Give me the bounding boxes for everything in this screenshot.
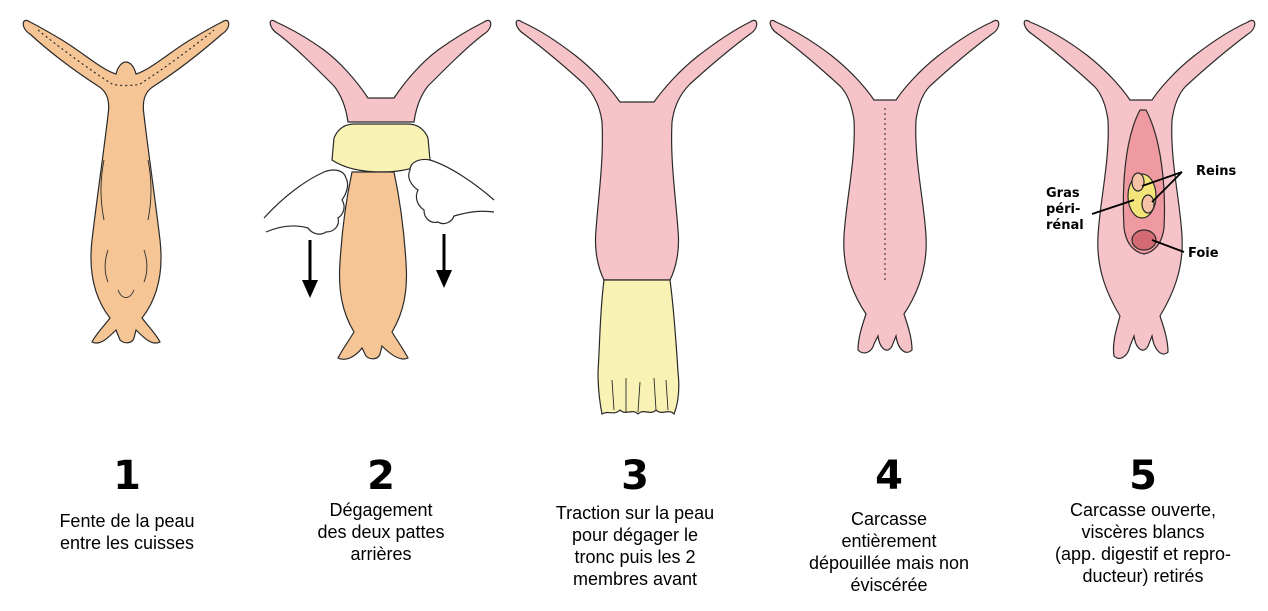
- caption-line: arrières: [254, 543, 508, 565]
- step-5-panel: Reins Gras péri- rénal Foie 5 Carcasse o…: [1016, 0, 1268, 611]
- kidney: [1132, 173, 1144, 191]
- caption-line: viscères blancs: [1016, 521, 1268, 543]
- step-number: 4: [762, 453, 1016, 499]
- label-foie: Foie: [1188, 246, 1219, 262]
- skinned-carcass-illustration: [762, 0, 1016, 440]
- caption-line: membres avant: [508, 568, 762, 590]
- label-reins: Reins: [1196, 164, 1236, 180]
- label-line: péri-: [1046, 202, 1084, 218]
- step-caption: Carcasse entièrement dépouillée mais non…: [762, 508, 1016, 596]
- down-arrow-icon: [436, 234, 452, 288]
- right-hand-icon: [409, 159, 494, 223]
- step-number: 1: [0, 453, 254, 499]
- caption-line: Traction sur la peau: [508, 502, 762, 524]
- step-2-panel: 2 Dégagement des deux pattes arrières: [254, 0, 508, 611]
- rabbit-legs-release-illustration: [254, 0, 508, 440]
- step-number: 3: [508, 453, 762, 499]
- caption-line: Fente de la peau: [0, 510, 254, 532]
- carcass-skinned: [770, 20, 999, 353]
- rabbit-skin-slit-illustration: [0, 0, 254, 440]
- caption-line: Carcasse: [762, 508, 1016, 530]
- left-hand-icon: [264, 170, 348, 234]
- step-number: 5: [1016, 453, 1268, 499]
- label-gras-perirenal: Gras péri- rénal: [1046, 186, 1084, 234]
- rabbit-body-furred: [338, 172, 408, 359]
- step-caption: Traction sur la peau pour dégager le tro…: [508, 502, 762, 590]
- caption-line: entièrement: [762, 530, 1016, 552]
- caption-line: tronc puis les 2: [508, 546, 762, 568]
- caption-line: éviscérée: [762, 574, 1016, 596]
- label-line: Gras: [1046, 186, 1084, 202]
- caption-line: entre les cuisses: [0, 532, 254, 554]
- down-arrow-icon: [302, 240, 318, 298]
- kidney: [1142, 195, 1154, 213]
- label-line: rénal: [1046, 218, 1084, 234]
- step-1-panel: 1 Fente de la peau entre les cuisses: [0, 0, 254, 611]
- step-caption: Carcasse ouverte, viscères blancs (app. …: [1016, 499, 1268, 587]
- caption-line: (app. digestif et repro-: [1016, 543, 1268, 565]
- caption-line: ducteur) retirés: [1016, 565, 1268, 587]
- caption-line: des deux pattes: [254, 521, 508, 543]
- caption-line: Dégagement: [254, 499, 508, 521]
- caption-line: pour dégager le: [508, 524, 762, 546]
- rabbit-pelt-traction-illustration: [508, 0, 762, 440]
- hind-legs-skinned: [270, 20, 491, 122]
- step-4-panel: 4 Carcasse entièrement dépouillée mais n…: [762, 0, 1016, 611]
- step-number: 2: [254, 453, 508, 499]
- step-caption: Fente de la peau entre les cuisses: [0, 510, 254, 554]
- carcass-skinned: [516, 20, 757, 280]
- step-caption: Dégagement des deux pattes arrières: [254, 499, 508, 565]
- step-3-panel: 3 Traction sur la peau pour dégager le t…: [508, 0, 762, 611]
- rabbit-body-furred: [23, 20, 229, 343]
- caption-line: dépouillée mais non: [762, 552, 1016, 574]
- caption-line: Carcasse ouverte,: [1016, 499, 1268, 521]
